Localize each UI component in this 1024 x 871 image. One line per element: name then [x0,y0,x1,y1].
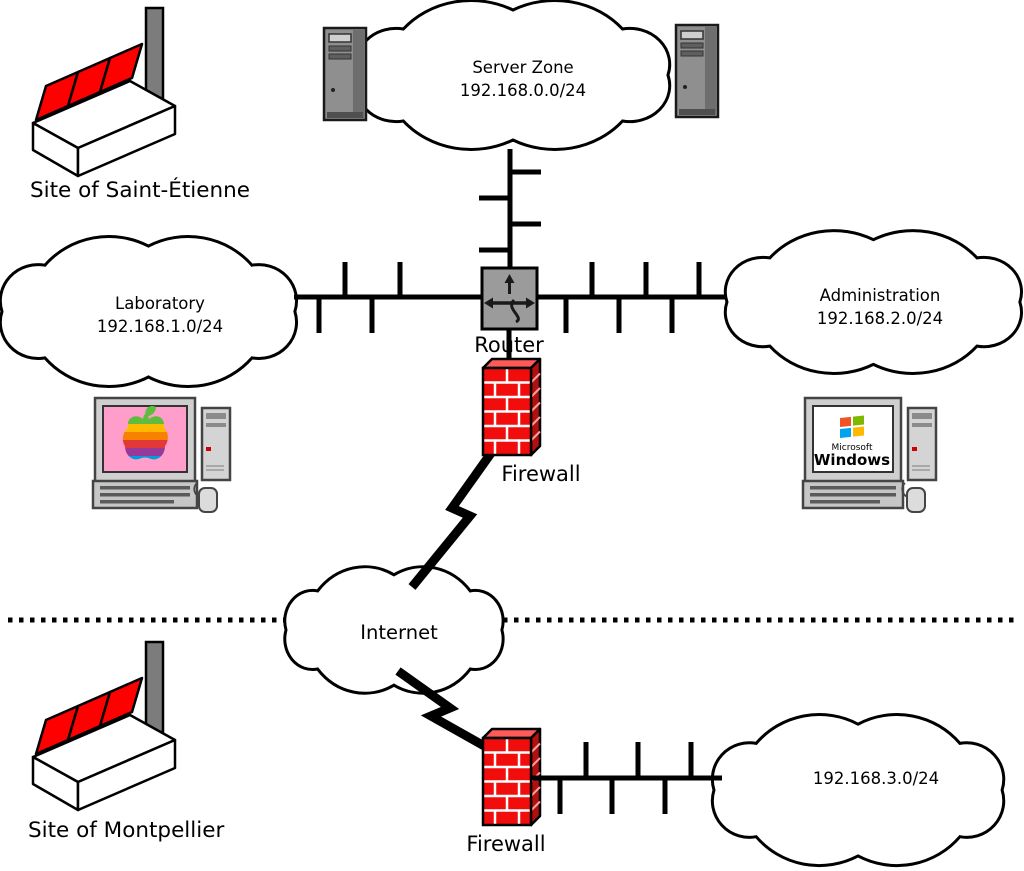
server-zone-name-label: Server Zone [472,58,573,77]
mac-mouse [198,487,218,513]
server-zone-bus [479,149,541,270]
firewall-site2-label: Firewall [466,832,545,856]
mac-workstation-icon [91,396,232,513]
administration-name-label: Administration [820,286,941,305]
server-tower-right-icon [674,23,720,119]
windows-logo-icon [840,415,864,438]
windows-brand-small-label: Microsoft [832,443,873,453]
site-saint-etienne-label: Site of Saint-Étienne [30,177,250,203]
lightning-link-site2-icon [395,667,489,751]
mac-tower [200,406,232,482]
server-tower-left-icon [322,26,368,122]
saint-etienne-factory-icon [31,6,177,178]
laboratory-name-label: Laboratory [115,294,205,313]
montpellier-bus [531,742,722,814]
lightning-link-site1-icon [408,446,498,590]
router-label: Router [474,333,544,357]
administration-subnet-label: 192.168.2.0/24 [817,309,943,328]
montpellier-factory-icon [31,640,177,812]
windows-mouse [906,487,926,513]
montpellier-lan-subnet-label: 192.168.3.0/24 [813,769,939,788]
firewall-site1-icon [481,357,542,457]
router-icon [480,266,539,331]
site-montpellier-label: Site of Montpellier [28,818,224,843]
windows-tower [906,406,938,482]
server-zone-subnet-label: 192.168.0.0/24 [460,81,586,100]
windows-workstation-icon: Microsoft Windows [801,396,938,513]
montpellier-lan-cloud [710,712,1006,868]
internet-label: Internet [360,621,438,644]
windows-brand-large-label: Windows [814,451,890,469]
laboratory-subnet-label: 192.168.1.0/24 [97,317,223,336]
firewall-site1-label: Firewall [501,462,580,486]
